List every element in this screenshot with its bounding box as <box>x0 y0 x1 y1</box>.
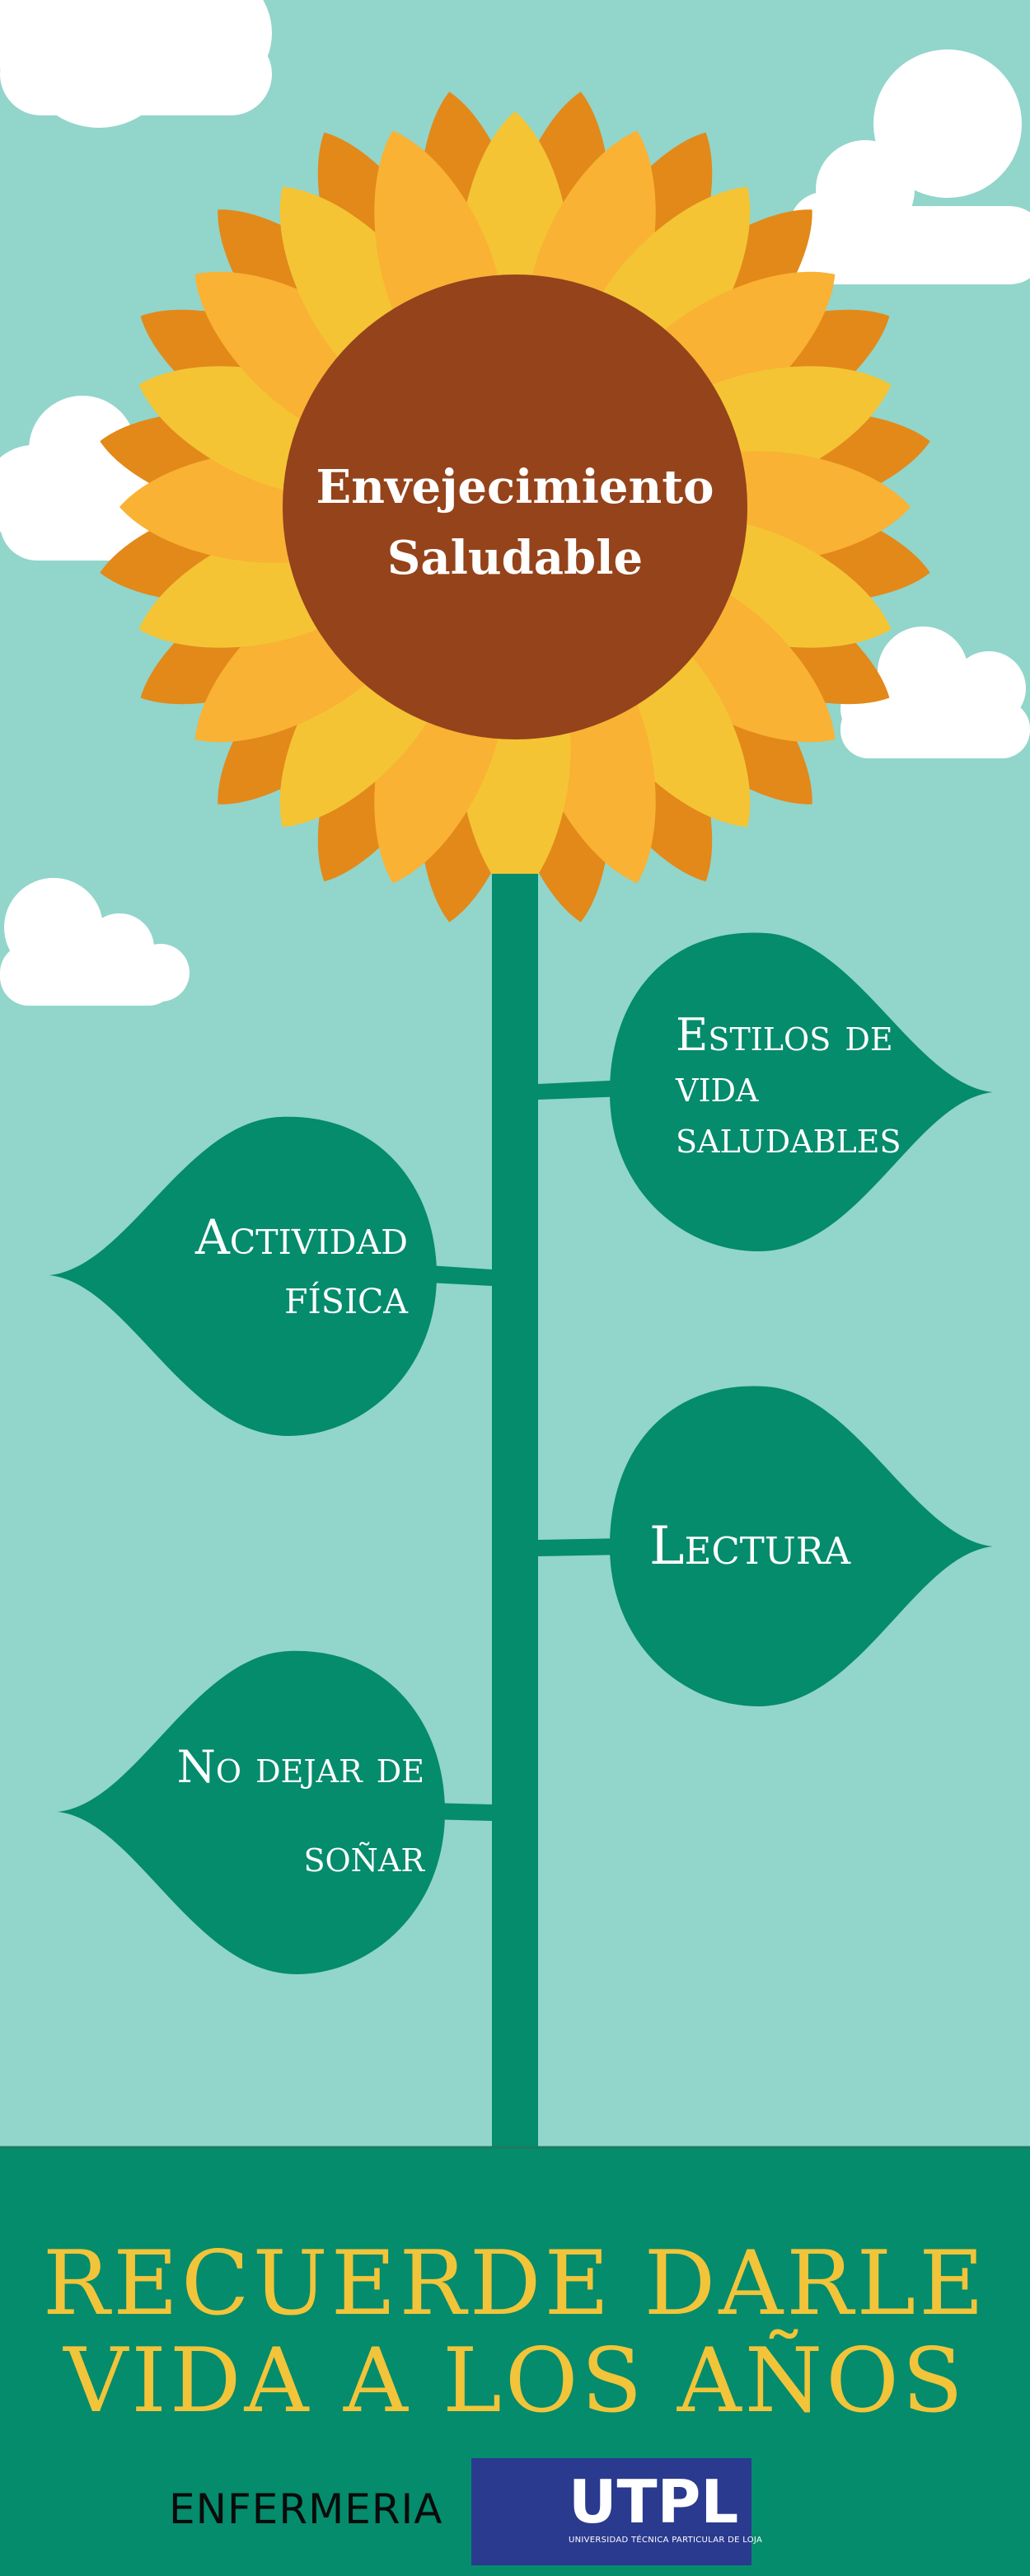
leaf-estilos-line3: saludables <box>676 1111 901 1163</box>
utpl-logo <box>471 2458 751 2565</box>
branch-actividad <box>428 1265 492 1286</box>
slogan-line1: RECUERDE DARLE <box>42 2232 988 2335</box>
leaf-actividad-line1: Actividad <box>195 1209 408 1265</box>
branch-lectura <box>538 1538 626 1556</box>
leaf-sonar-text: No dejar de soñar <box>177 1723 424 1901</box>
branch-estilos <box>538 1080 626 1100</box>
department-label: ENFERMERIA <box>169 2485 443 2533</box>
leaf-estilos <box>610 932 993 1251</box>
leaf-estilos-line2: vida <box>676 1060 759 1112</box>
leaf-lectura-line1: Lectura <box>649 1516 851 1577</box>
sunflower-center <box>283 274 747 739</box>
slogan-line2: VIDA A LOS AÑOS <box>63 2330 967 2433</box>
utpl-logo-subtext: UNIVERSIDAD TÉCNICA PARTICULAR DE LOJA <box>569 2536 763 2545</box>
cloud-top-left <box>0 0 272 128</box>
main-title-line2: Saludable <box>386 531 644 585</box>
utpl-logo-text: UTPL <box>569 2467 739 2536</box>
leaf-estilos-line1: Estilos de <box>676 1009 893 1061</box>
leaf-lectura <box>610 1386 993 1706</box>
leaf-actividad-line2: física <box>284 1269 408 1325</box>
cloud-mid-left <box>0 878 190 1006</box>
leaf-actividad <box>49 1116 437 1436</box>
leaf-lectura-text: Lectura <box>649 1517 850 1576</box>
leaf-estilos-text: Estilos de vida saludables <box>676 1010 901 1163</box>
main-title: Envejecimiento Saludable <box>284 452 746 594</box>
leaf-sonar-line2: soñar <box>303 1830 425 1882</box>
cloud-right <box>840 626 1030 758</box>
main-title-line1: Envejecimiento <box>316 460 714 514</box>
leaf-actividad-text: Actividad física <box>195 1208 408 1326</box>
leaf-sonar <box>58 1650 445 1974</box>
leaf-sonar-line1: No dejar de <box>176 1741 424 1793</box>
stem <box>492 874 538 2160</box>
